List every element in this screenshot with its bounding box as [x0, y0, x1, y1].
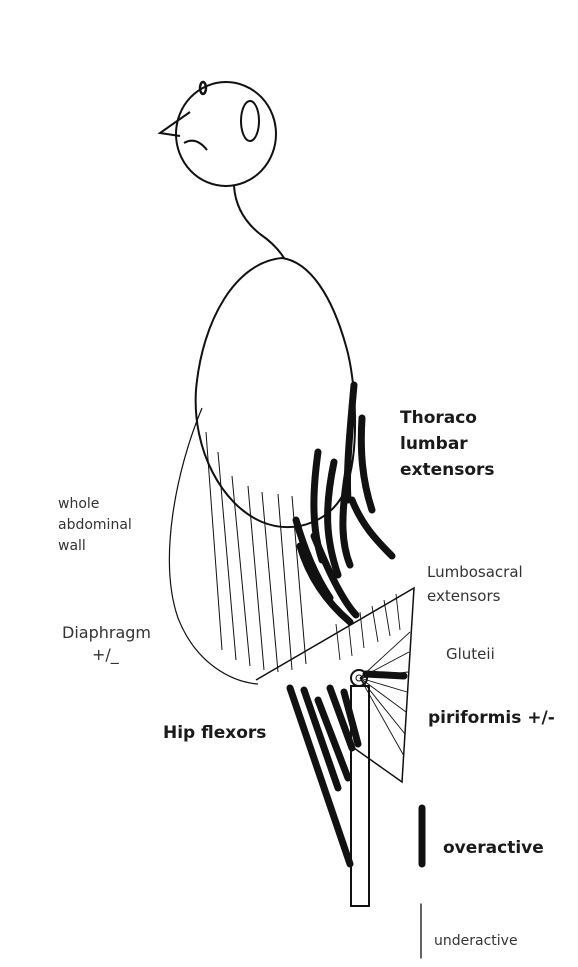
- thoraco-lumbar-extensors-label: Thoraco lumbar extensors: [400, 405, 495, 483]
- abdominal-label-line-2: abdominal: [58, 515, 132, 536]
- diaphragm-label-line-1: Diaphragm: [62, 622, 151, 644]
- legend-marks: [421, 808, 422, 958]
- hip-flexors: [290, 688, 358, 864]
- abdominal-line: [278, 494, 292, 670]
- abdominal-wall-label: whole abdominal wall: [58, 494, 132, 557]
- diaphragm-label-line-2: +/_: [62, 644, 151, 666]
- abdominal-line: [248, 486, 264, 670]
- lumbosacral-label-line-2: extensors: [427, 584, 523, 608]
- extensor-stroke: [328, 462, 338, 575]
- ear: [241, 101, 259, 141]
- piriformis-label: piriformis +/-: [428, 708, 555, 728]
- abdominal-line: [232, 476, 250, 666]
- lumbosacral-extensors-label: Lumbosacral extensors: [427, 560, 523, 608]
- head: [160, 82, 284, 258]
- extensor-stroke: [343, 470, 350, 565]
- thoraco-label-line-2: lumbar: [400, 431, 495, 457]
- lumbosacral-label-line-1: Lumbosacral: [427, 560, 523, 584]
- abdominal-label-line-1: whole: [58, 494, 132, 515]
- piriformis-muscle: [366, 674, 404, 676]
- thoraco-label-line-1: Thoraco: [400, 405, 495, 431]
- neck: [234, 186, 284, 258]
- mouth: [184, 141, 207, 150]
- underactive-label: underactive: [434, 933, 518, 949]
- gluteii-label: Gluteii: [446, 645, 495, 663]
- diaphragm-label: Diaphragm +/_: [62, 622, 151, 666]
- abdominal-wall-hatching: [206, 432, 306, 672]
- piriformis-stroke: [366, 674, 404, 676]
- extensor-stroke: [361, 418, 372, 510]
- torso: [169, 258, 355, 684]
- overactive-label: overactive: [443, 838, 544, 858]
- nose: [160, 112, 190, 136]
- gluteii-fan: [360, 632, 410, 756]
- lumbosacral-hatch: [396, 594, 400, 630]
- thoraco-label-line-3: extensors: [400, 457, 495, 483]
- hip-flexors-label: Hip flexors: [163, 723, 266, 743]
- head-outline: [176, 82, 276, 186]
- abdominal-line: [262, 492, 278, 672]
- lumbosacral-hatch: [336, 624, 340, 660]
- belly-outline: [169, 408, 258, 684]
- lumbosacral-hatch: [384, 600, 390, 636]
- abdominal-label-line-3: wall: [58, 536, 132, 557]
- gluteus-line: [360, 678, 404, 756]
